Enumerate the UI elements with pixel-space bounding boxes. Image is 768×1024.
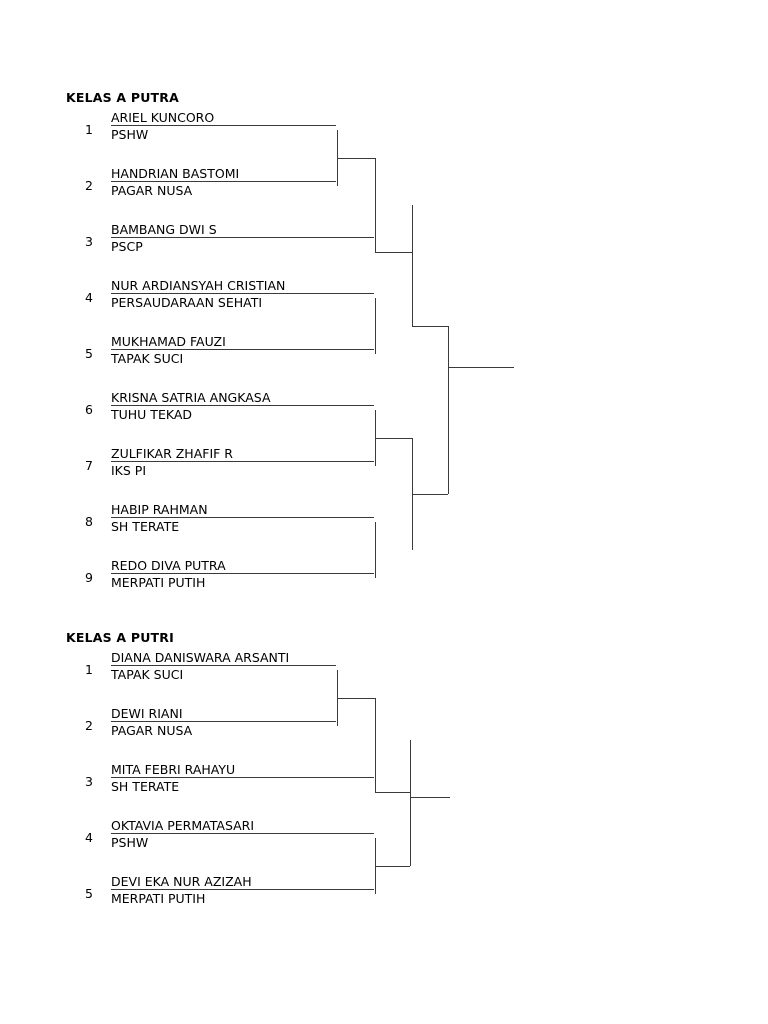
entry-competitor-name: ARIEL KUNCORO — [111, 110, 215, 125]
entry-underline — [111, 777, 374, 778]
entry-club-name: PERSAUDARAAN SEHATI — [111, 295, 263, 310]
entry-underline — [111, 461, 374, 462]
entry-underline — [111, 665, 336, 666]
entry-club-name: PAGAR NUSA — [111, 183, 193, 198]
bracket-connector-horizontal — [375, 438, 412, 439]
entry-competitor-name: DIANA DANISWARA ARSANTI — [111, 650, 290, 665]
entry-club-name: PSHW — [111, 835, 149, 850]
entry-club-name: SH TERATE — [111, 779, 180, 794]
bracket-connector-horizontal — [337, 698, 375, 699]
entry-club-name: MERPATI PUTIH — [111, 891, 206, 906]
entry-competitor-name: BAMBANG DWI S — [111, 222, 217, 237]
entry-seed-number: 4 — [85, 290, 93, 305]
entry-club-name: TAPAK SUCI — [111, 351, 184, 366]
entry-club-name: SH TERATE — [111, 519, 180, 534]
entry-competitor-name: MUKHAMAD FAUZI — [111, 334, 226, 349]
entry-seed-number: 1 — [85, 662, 93, 677]
entry-seed-number: 2 — [85, 718, 93, 733]
section-title: KELAS A PUTRA — [66, 90, 179, 105]
entry-underline — [111, 293, 374, 294]
entry-seed-number: 6 — [85, 402, 93, 417]
entry-underline — [111, 889, 374, 890]
bracket-connector-vertical — [375, 158, 376, 252]
entry-seed-number: 7 — [85, 458, 93, 473]
entry-competitor-name: HABIP RAHMAN — [111, 502, 208, 517]
entry-club-name: MERPATI PUTIH — [111, 575, 206, 590]
bracket-connector-vertical — [375, 522, 376, 578]
bracket-connector-horizontal — [410, 797, 450, 798]
entry-competitor-name: KRISNA SATRIA ANGKASA — [111, 390, 271, 405]
entry-competitor-name: HANDRIAN BASTOMI — [111, 166, 240, 181]
entry-underline — [111, 125, 336, 126]
bracket-connector-vertical — [448, 326, 449, 494]
entry-underline — [111, 833, 374, 834]
entry-competitor-name: OKTAVIA PERMATASARI — [111, 818, 255, 833]
entry-competitor-name: DEWI RIANI — [111, 706, 183, 721]
entry-club-name: PAGAR NUSA — [111, 723, 193, 738]
entry-underline — [111, 237, 374, 238]
entry-club-name: PSHW — [111, 127, 149, 142]
section-title: KELAS A PUTRI — [66, 630, 174, 645]
entry-underline — [111, 517, 374, 518]
bracket-connector-horizontal — [412, 326, 448, 327]
entry-club-name: TUHU TEKAD — [111, 407, 192, 422]
entry-club-name: PSCP — [111, 239, 143, 254]
entry-competitor-name: MITA FEBRI RAHAYU — [111, 762, 236, 777]
entry-underline — [111, 349, 374, 350]
entry-seed-number: 2 — [85, 178, 93, 193]
bracket-connector-vertical — [410, 740, 411, 866]
entry-seed-number: 8 — [85, 514, 93, 529]
bracket-connector-horizontal — [375, 866, 410, 867]
entry-underline — [111, 573, 374, 574]
entry-club-name: IKS PI — [111, 463, 147, 478]
entry-underline — [111, 721, 336, 722]
entry-competitor-name: ZULFIKAR ZHAFIF R — [111, 446, 233, 461]
bracket-connector-vertical — [375, 698, 376, 792]
entry-seed-number: 5 — [85, 886, 93, 901]
entry-underline — [111, 181, 336, 182]
entry-seed-number: 1 — [85, 122, 93, 137]
entry-seed-number: 9 — [85, 570, 93, 585]
bracket-connector-horizontal — [412, 494, 448, 495]
entry-seed-number: 3 — [85, 234, 93, 249]
entry-seed-number: 5 — [85, 346, 93, 361]
entry-competitor-name: REDO DIVA PUTRA — [111, 558, 226, 573]
entry-competitor-name: NUR ARDIANSYAH CRISTIAN — [111, 278, 286, 293]
bracket-connector-horizontal — [375, 252, 412, 253]
entry-club-name: TAPAK SUCI — [111, 667, 184, 682]
bracket-connector-horizontal — [448, 367, 514, 368]
bracket-connector-horizontal — [337, 158, 375, 159]
entry-seed-number: 3 — [85, 774, 93, 789]
entry-seed-number: 4 — [85, 830, 93, 845]
entry-underline — [111, 405, 374, 406]
bracket-connector-vertical — [412, 205, 413, 326]
bracket-connector-vertical — [375, 298, 376, 354]
bracket-connector-horizontal — [375, 792, 410, 793]
entry-competitor-name: DEVI EKA NUR AZIZAH — [111, 874, 252, 889]
